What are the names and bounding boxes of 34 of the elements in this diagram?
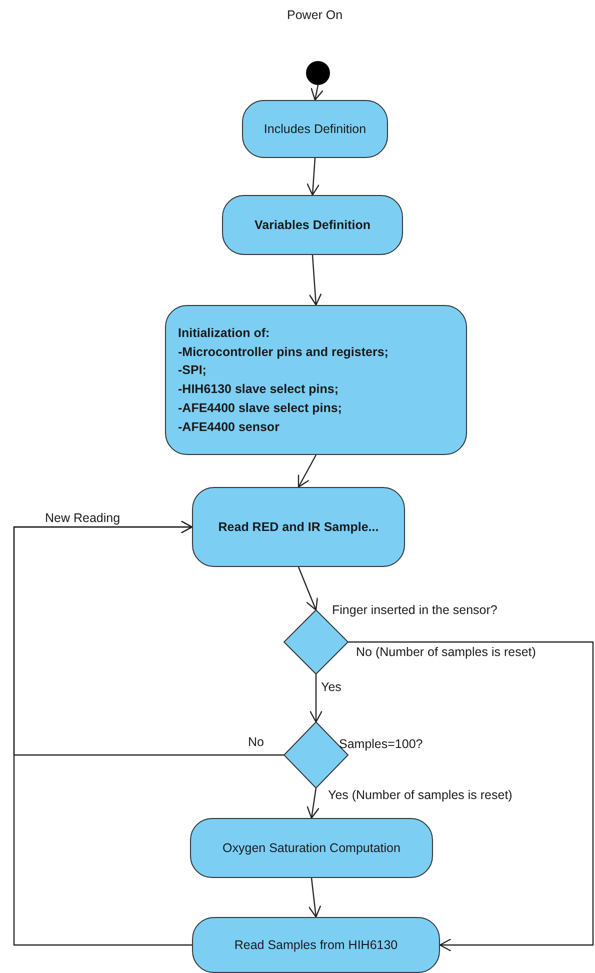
action-box [242, 100, 388, 158]
arrow [298, 566, 318, 611]
action-box [190, 818, 433, 878]
arrow [298, 454, 317, 488]
action-text: -AFE4400 sensor [178, 418, 280, 436]
action-text: Oxygen Saturation Computation [222, 840, 400, 857]
action-box [192, 487, 405, 567]
action-text: Variables Definition [254, 216, 370, 234]
edge-label: Yes (Number of samples is reset) [327, 788, 514, 803]
arrow [310, 84, 324, 101]
start-node-circle [306, 61, 330, 85]
node-caption: Samples=100? [339, 737, 423, 751]
action-text: Initialization of: [178, 324, 270, 342]
arrow [348, 641, 594, 952]
action-box [222, 195, 403, 255]
node-caption: Power On [287, 8, 343, 22]
action-text: -AFE4400 slave select pins; [178, 400, 342, 417]
action-text: Read Samples from HIH6130 [234, 936, 398, 954]
action-text: Read RED and IR Sample... [218, 518, 379, 536]
action-text: -HIH6130 slave select pins; [178, 381, 338, 398]
edge-label: No (Number of samples is reset) [355, 645, 537, 660]
action-box [192, 917, 440, 973]
arrow [306, 158, 320, 196]
arrow [309, 674, 323, 723]
action-box [165, 305, 467, 455]
arrow [308, 254, 322, 306]
node-caption: Finger inserted in the sensor? [332, 603, 498, 617]
action-text: Includes Definition [264, 120, 366, 138]
arrow [306, 788, 320, 819]
arrow [13, 520, 193, 946]
arrow [308, 878, 322, 918]
edge-label: New Reading [44, 511, 122, 526]
action-text: -SPI; [178, 362, 206, 380]
action-text: -Microcontroller pins and registers; [178, 344, 388, 361]
